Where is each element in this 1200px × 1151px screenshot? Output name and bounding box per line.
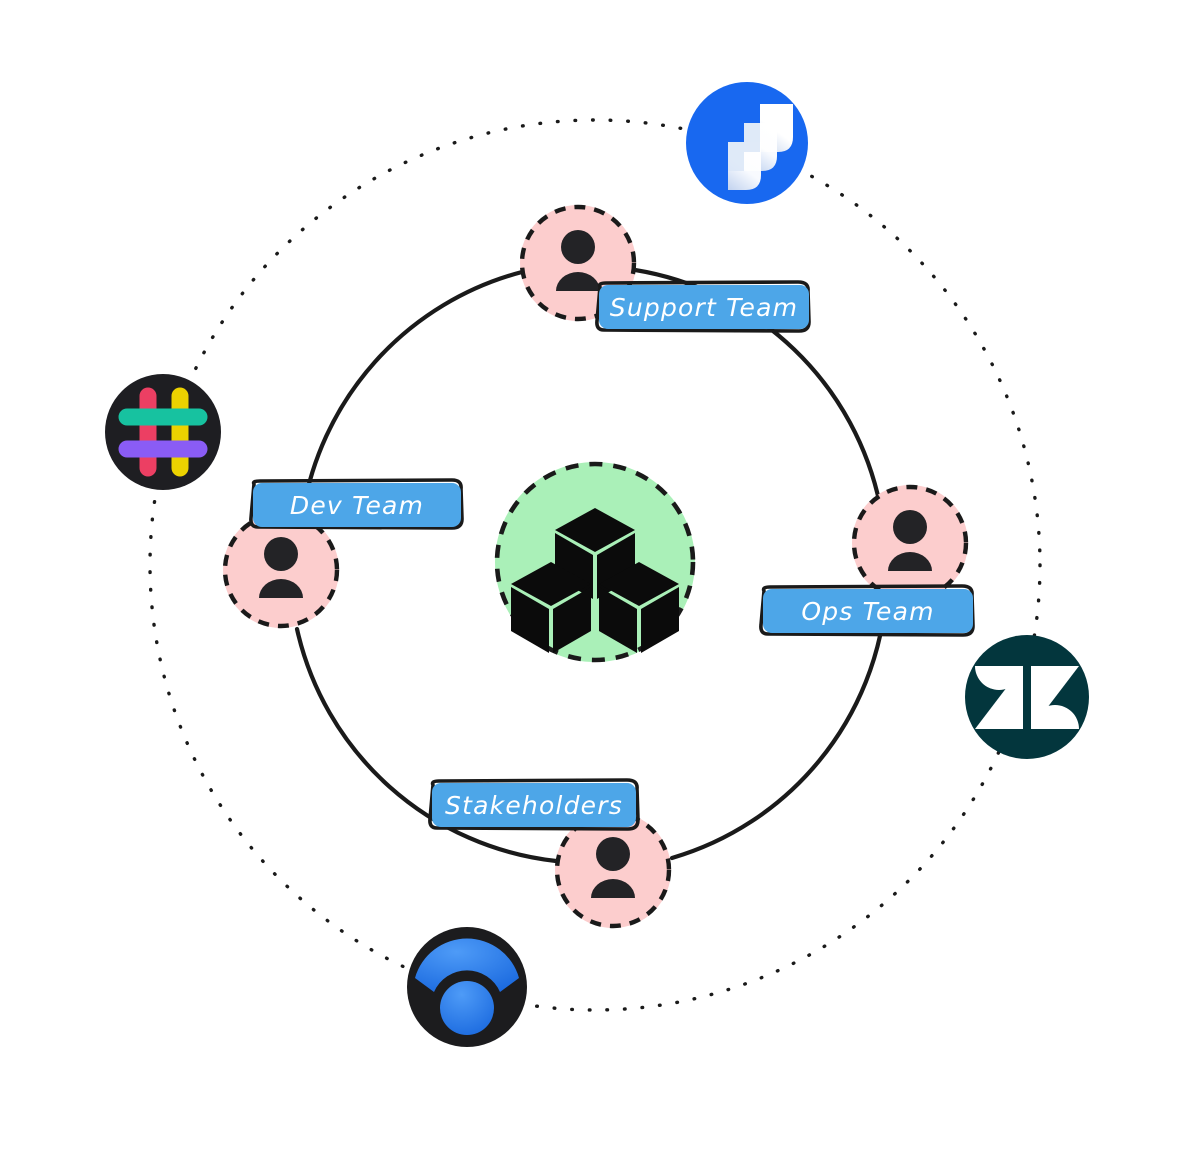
label-text-ops-team: Ops Team: [801, 597, 934, 626]
person-icon: [591, 837, 635, 898]
slack-logo-circle: [105, 374, 221, 490]
label-pill-fill-support-team: [599, 285, 809, 329]
label-text-dev-team: Dev Team: [290, 491, 424, 520]
label-pill-support-team[interactable]: Support Team: [595, 280, 811, 333]
zendesk-logo-circle: [965, 635, 1089, 759]
slack-logo: [118, 387, 208, 477]
label-pill-outline-stakeholders: [428, 778, 640, 831]
integration-node-jira[interactable]: [686, 82, 808, 204]
center-node-dashed-border: [494, 461, 696, 663]
label-pill-ops-team[interactable]: Ops Team: [759, 584, 975, 637]
person-icon: [888, 510, 932, 571]
center-node-platform-core[interactable]: [494, 461, 696, 663]
label-pill-dev-team[interactable]: Dev Team: [249, 478, 464, 530]
person-icon: [556, 230, 600, 291]
cubes-icon: [511, 508, 679, 653]
jira-logo: [728, 104, 793, 190]
integration-node-slack[interactable]: [105, 374, 221, 490]
integration-node-zendesk[interactable]: [965, 635, 1089, 759]
label-pill-outline-dev-team: [249, 478, 464, 530]
outer-integration-ring: [148, 118, 1042, 1012]
label-pill-stakeholders[interactable]: Stakeholders: [428, 778, 640, 831]
integration-node-support-phone[interactable]: [407, 927, 527, 1047]
label-pill-outline-support-team: [595, 280, 811, 333]
label-text-support-team: Support Team: [610, 293, 798, 322]
avatar-dashed-border-support-team: [519, 204, 637, 322]
label-pill-fill-stakeholders: [432, 783, 636, 827]
label-pill-outline-ops-team: [759, 584, 975, 637]
label-pill-fill-dev-team: [253, 483, 461, 527]
person-icon: [259, 537, 303, 598]
person-node-dev-team[interactable]: [222, 511, 340, 629]
label-text-stakeholders: Stakeholders: [445, 791, 623, 820]
person-node-ops-team[interactable]: [851, 484, 969, 602]
zendesk-logo: [975, 666, 1079, 729]
support-phone-logo: [415, 938, 519, 1035]
label-pill-fill-ops-team: [763, 589, 973, 633]
